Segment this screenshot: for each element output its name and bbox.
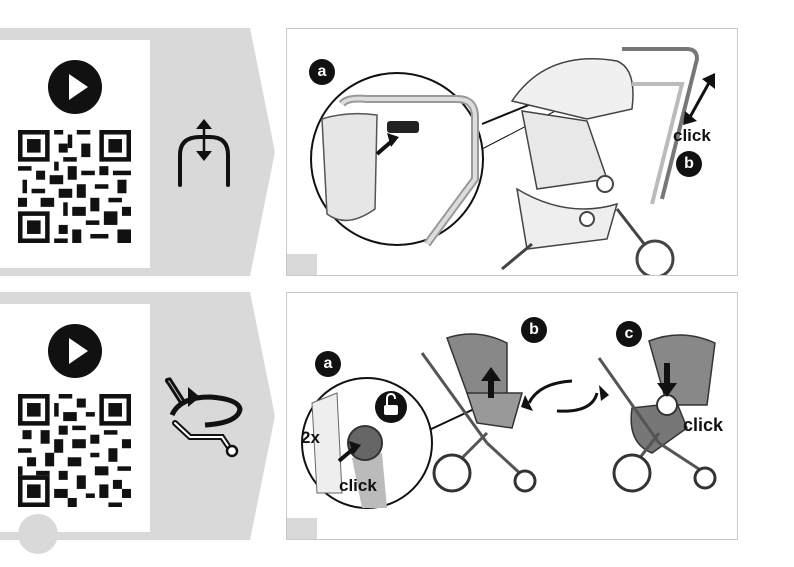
panel-corner-tab: [287, 518, 317, 539]
click-label: click: [673, 126, 711, 146]
page-marker: [18, 514, 58, 554]
step-label-c: c: [616, 321, 642, 347]
step-label-b: b: [521, 317, 547, 343]
stroller-handlebar-illustration: [287, 29, 737, 275]
seat-rotate-icon: [160, 375, 250, 460]
play-icon[interactable]: [48, 324, 102, 378]
click-label: click: [339, 476, 377, 496]
panel-corner-tab: [287, 254, 317, 275]
double-press-label: 2x: [301, 428, 320, 448]
step-2-qr-card: [0, 304, 150, 532]
play-icon[interactable]: [48, 60, 102, 114]
step-label-a: a: [309, 59, 335, 85]
step-label-b: b: [676, 151, 702, 177]
step-label-a: a: [315, 351, 341, 377]
step-1-qr-card: [0, 40, 150, 268]
qr-code-icon[interactable]: [18, 394, 131, 507]
click-label: click: [683, 415, 723, 436]
qr-code-icon[interactable]: [18, 130, 131, 243]
seat-rotation-illustration: [287, 293, 737, 539]
step-2-illustration-panel: a b c 2x click click: [286, 292, 738, 540]
step-1-illustration-panel: a b click: [286, 28, 738, 276]
handlebar-adjust-icon: [170, 115, 240, 190]
